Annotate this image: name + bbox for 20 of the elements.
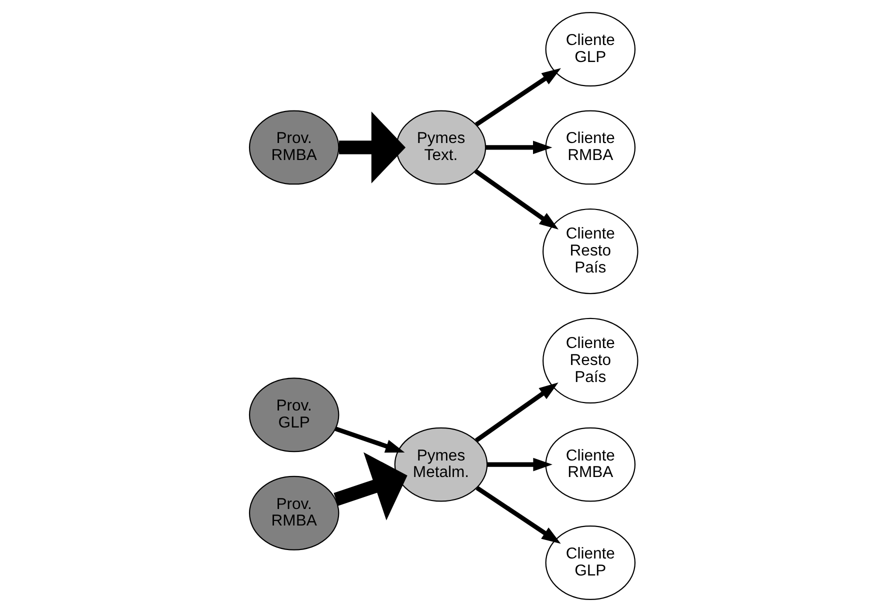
node-ellipse: Pymes Metalm. xyxy=(394,427,488,502)
node-ellipse: Prov. RMBA xyxy=(248,476,340,550)
node-ellipse: Pymes Text. xyxy=(396,110,486,185)
node-ellipse: Cliente GLP xyxy=(545,526,636,600)
node-ellipse: Cliente RMBA xyxy=(545,427,636,502)
node-ellipse: Cliente Resto País xyxy=(542,318,638,404)
arrow xyxy=(474,382,558,442)
arrow xyxy=(474,169,558,230)
node-ellipse: Cliente Resto País xyxy=(542,208,638,294)
arrow xyxy=(487,458,552,472)
node-ellipse: Cliente GLP xyxy=(545,12,636,86)
arrow xyxy=(476,486,561,544)
node-ellipse: Prov. GLP xyxy=(248,378,340,452)
node-ellipse: Prov. RMBA xyxy=(248,110,340,185)
arrow xyxy=(334,452,408,520)
arrow xyxy=(334,426,405,453)
arrow xyxy=(475,68,562,127)
node-ellipse: Cliente RMBA xyxy=(545,110,636,185)
arrow xyxy=(339,112,406,184)
arrow xyxy=(486,140,552,154)
